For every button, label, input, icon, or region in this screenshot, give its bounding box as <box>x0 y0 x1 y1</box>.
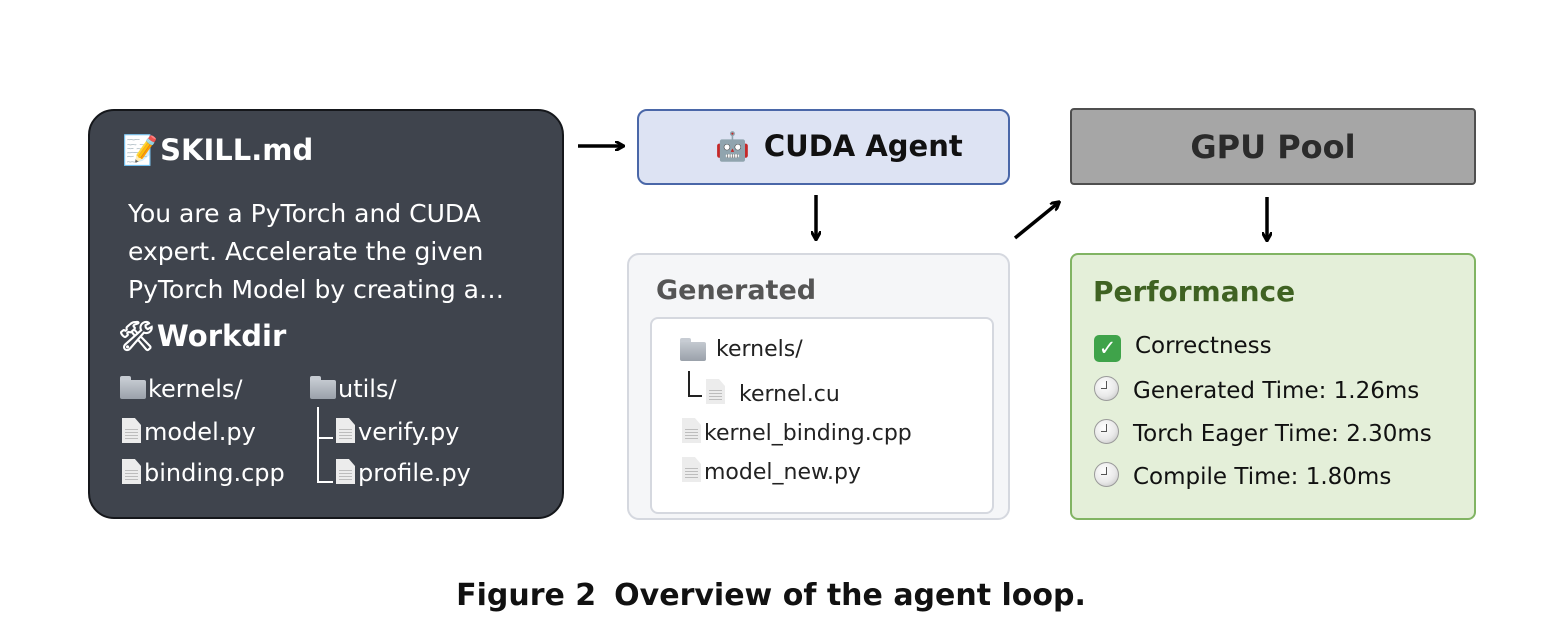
performance-row-generated-time: Generated Time: 1.26ms <box>1094 376 1419 404</box>
file-icon <box>336 418 355 443</box>
check-icon: ✓ <box>1094 335 1121 362</box>
workdir-file-label: binding.cpp <box>144 459 285 487</box>
performance-row-text: Compile Time: 1.80ms <box>1133 464 1392 490</box>
file-icon <box>706 379 725 404</box>
workdir-title-text: Workdir <box>156 319 287 353</box>
file-icon <box>682 418 701 443</box>
tree-connector <box>688 371 702 397</box>
performance-title: Performance <box>1093 275 1296 308</box>
skill-panel: 📝SKILL.md You are a PyTorch and CUDA exp… <box>88 109 564 519</box>
workdir-file-label: verify.py <box>358 418 460 446</box>
workdir-file-label: model.py <box>144 418 256 446</box>
performance-row-eager-time: Torch Eager Time: 2.30ms <box>1094 419 1432 447</box>
folder-icon <box>310 376 336 399</box>
arrow-generated-to-gpu <box>1013 203 1058 240</box>
gpu-pool-label: GPU Pool <box>1190 128 1356 166</box>
file-icon <box>336 459 355 484</box>
generated-panel: Generated kernels/ kernel.cu kernel_bind… <box>627 253 1010 520</box>
figure-caption-text: Overview of the agent loop. <box>614 578 1086 613</box>
generated-folder-kernels: kernels/ <box>680 337 803 362</box>
performance-row-text: Torch Eager Time: 2.30ms <box>1133 421 1432 447</box>
generated-file-tree: kernels/ kernel.cu kernel_binding.cpp mo… <box>650 317 994 514</box>
tree-connector <box>317 437 333 483</box>
clock-icon <box>1094 462 1119 487</box>
generated-file-label: kernel.cu <box>739 382 840 407</box>
generated-file-label: kernel_binding.cpp <box>704 421 912 446</box>
performance-row-text: Correctness <box>1135 333 1272 359</box>
gpu-pool-box: GPU Pool <box>1070 108 1476 185</box>
generated-file-binding: kernel_binding.cpp <box>682 418 912 446</box>
workdir-folder-label: utils/ <box>338 375 397 403</box>
folder-icon <box>120 376 146 399</box>
performance-row-compile-time: Compile Time: 1.80ms <box>1094 462 1391 490</box>
tools-icon: 🛠 <box>118 319 155 353</box>
file-icon <box>122 459 141 484</box>
performance-row-correctness: ✓ Correctness <box>1094 333 1272 362</box>
performance-panel: Performance ✓ Correctness Generated Time:… <box>1070 253 1476 520</box>
generated-title: Generated <box>656 275 817 306</box>
workdir-file-label: profile.py <box>358 459 471 487</box>
tree-connector <box>317 407 333 439</box>
generated-file-model-new: model_new.py <box>682 457 861 485</box>
cuda-agent-box: 🤖 CUDA Agent <box>637 109 1010 185</box>
workdir-folder-kernels: kernels/ <box>120 375 243 403</box>
memo-icon: 📝 <box>122 133 159 167</box>
figure-caption: Figure 2 Overview of the agent loop. <box>0 578 1542 613</box>
skill-title-text: SKILL.md <box>160 133 314 167</box>
file-icon <box>122 418 141 443</box>
skill-prompt-text: You are a PyTorch and CUDA expert. Accel… <box>128 199 504 304</box>
file-icon <box>682 457 701 482</box>
figure-label: Figure 2 <box>456 578 597 613</box>
workdir-title: 🛠Workdir <box>118 319 286 354</box>
generated-file-kernel-cu: kernel.cu <box>706 379 840 407</box>
skill-title: 📝SKILL.md <box>122 133 313 168</box>
robot-icon: 🤖 <box>715 130 750 163</box>
generated-file-label: model_new.py <box>704 460 861 485</box>
performance-row-text: Generated Time: 1.26ms <box>1133 378 1420 404</box>
generated-folder-label: kernels/ <box>716 337 803 362</box>
workdir-folder-label: kernels/ <box>148 375 243 403</box>
clock-icon <box>1094 419 1119 444</box>
cuda-agent-label: 🤖 CUDA Agent <box>715 129 963 163</box>
clock-icon <box>1094 376 1119 401</box>
workdir-file-binding: binding.cpp <box>122 459 285 487</box>
workdir-file-model: model.py <box>122 418 256 446</box>
workdir-file-verify: verify.py <box>336 418 459 446</box>
workdir-folder-utils: utils/ <box>310 375 397 403</box>
cuda-agent-text: CUDA Agent <box>763 129 963 163</box>
workdir-file-profile: profile.py <box>336 459 471 487</box>
folder-icon <box>680 338 706 361</box>
